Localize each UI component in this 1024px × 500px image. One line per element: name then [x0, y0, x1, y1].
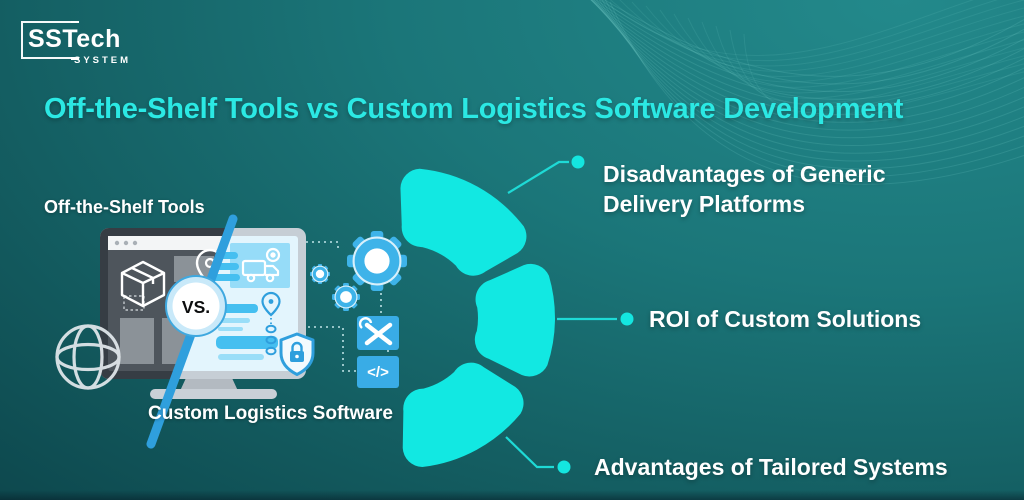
route-pin-icon: [261, 291, 281, 356]
bullet-dot-3: [557, 460, 571, 474]
bullet-advantages: Advantages of Tailored Systems: [594, 454, 948, 480]
logo-subtitle: SYSTEM: [74, 54, 132, 66]
logo: SSTech SYSTEM: [21, 12, 132, 66]
code-glyph: </>: [367, 364, 389, 381]
truck-icon: [241, 247, 281, 283]
logo-name: SSTech: [28, 25, 121, 53]
bottom-edge-shade: [0, 490, 1024, 500]
bullet-disadvantages: Disadvantages of Generic Delivery Platfo…: [603, 161, 886, 218]
right-option-label: Custom Logistics Software: [148, 403, 393, 424]
gear-icons: [310, 231, 407, 311]
connector-line-3: [505, 436, 554, 469]
code-icon: </>: [357, 356, 399, 388]
bullet-roi: ROI of Custom Solutions: [649, 306, 922, 332]
donut-segments: [400, 168, 555, 467]
tools-icon: [357, 316, 399, 350]
logo-frame-icon: [21, 20, 79, 60]
connector-line-1: [507, 160, 569, 194]
package-icon: [120, 260, 166, 308]
decorative-waves-icon: [590, 0, 1024, 185]
globe-icon: [55, 324, 121, 390]
monitor: VS.: [100, 214, 315, 449]
connector-lines: [505, 160, 617, 469]
left-option-label: Off-the-Shelf Tools: [44, 197, 205, 217]
vs-badge: VS.: [165, 275, 227, 337]
bullet-dots: [557, 155, 634, 474]
dotted-connectors: [245, 241, 389, 378]
bullet-dot-1: [571, 155, 585, 169]
vs-label: VS.: [182, 297, 210, 317]
shield-lock-icon: [279, 332, 315, 376]
page-title: Off-the-Shelf Tools vs Custom Logistics …: [44, 93, 904, 125]
bullet-dot-2: [620, 312, 634, 326]
